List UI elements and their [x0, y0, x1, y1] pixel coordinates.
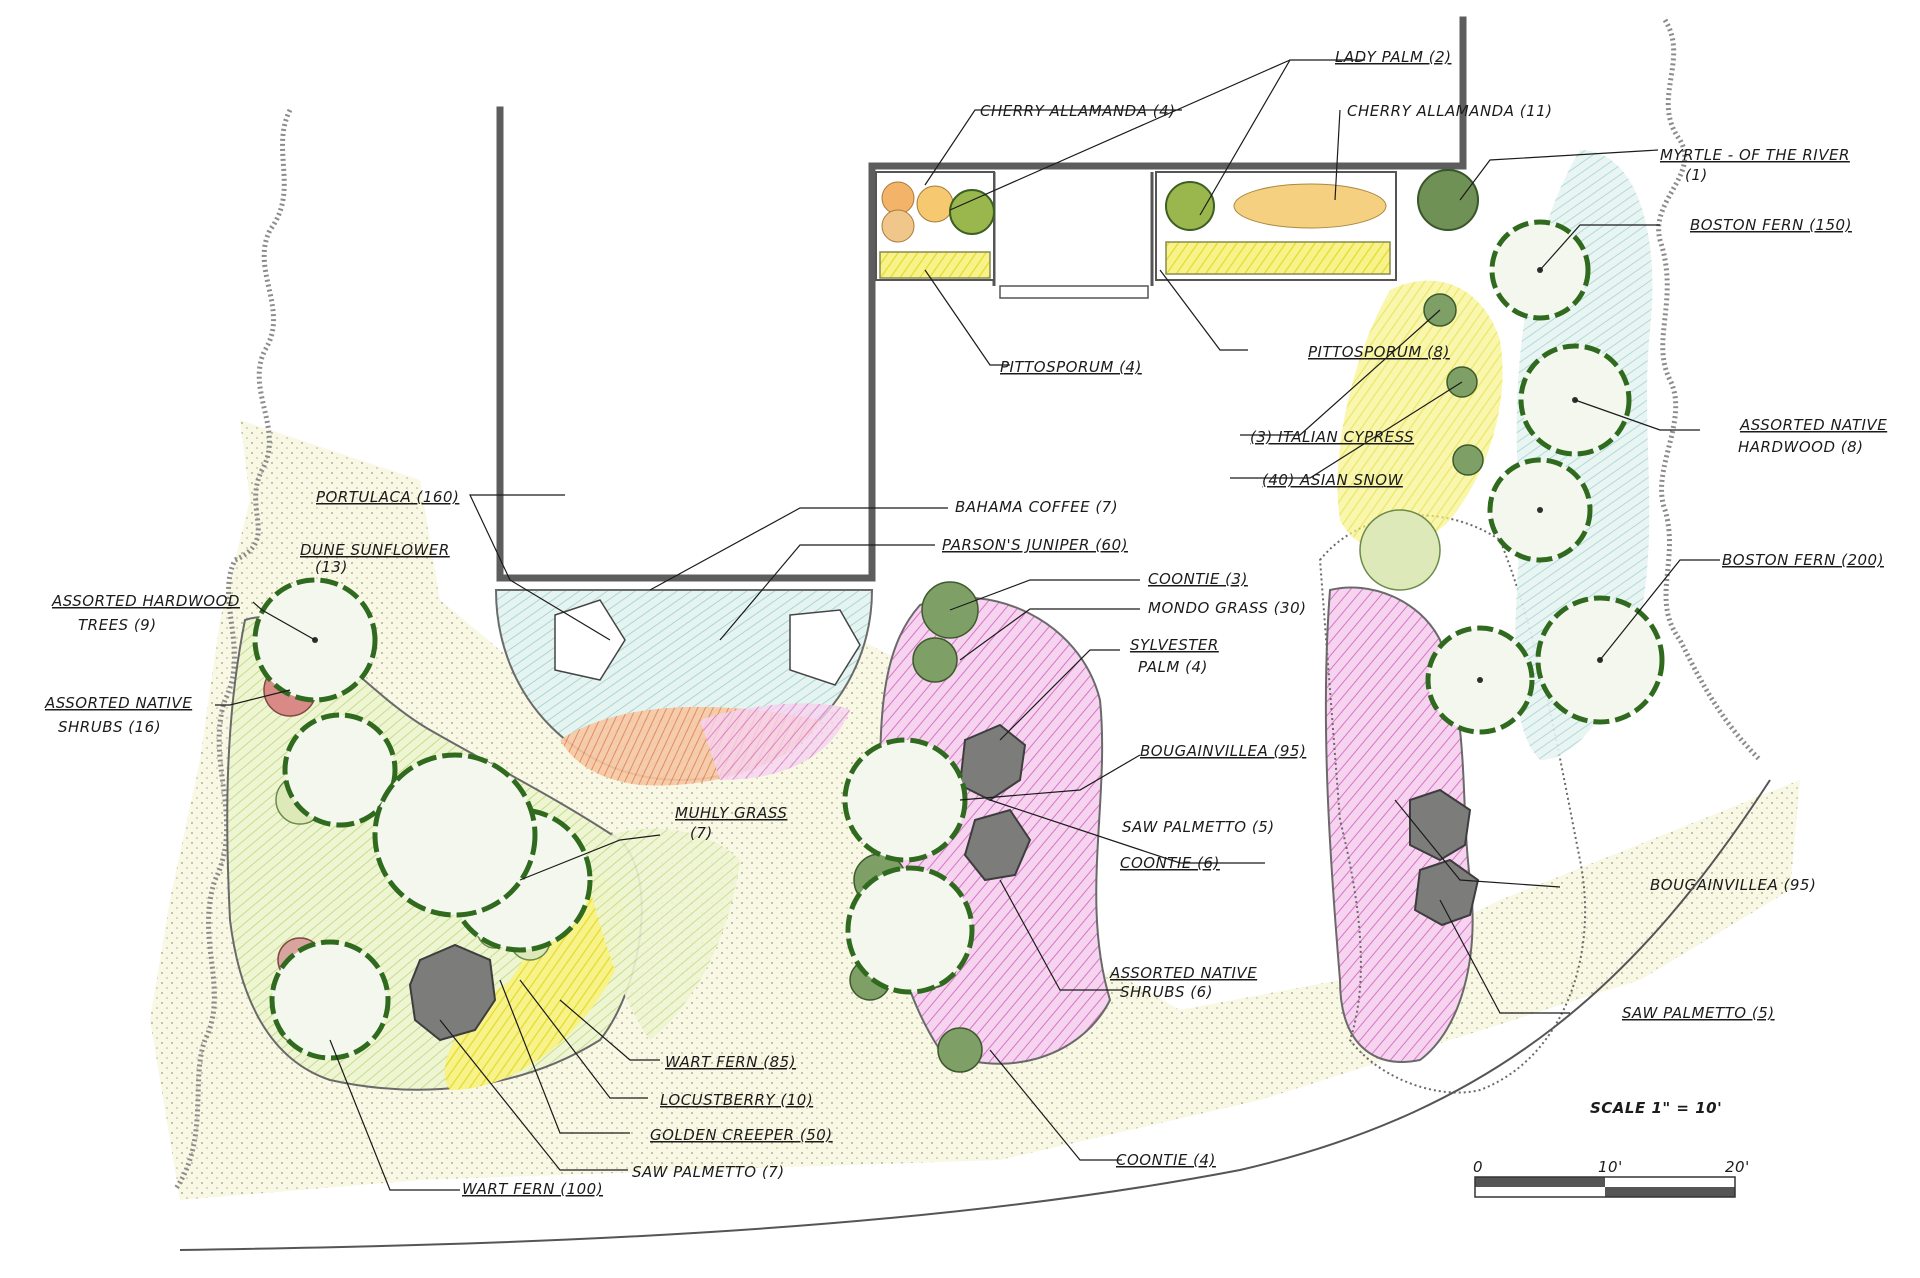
label-coontie-4: COONTIE (4) [1116, 1151, 1216, 1169]
label-assorted-native-hardwood-count: HARDWOOD (8) [1738, 438, 1864, 456]
label-dune-sunflower-count: (13) [315, 558, 348, 576]
scale-label: SCALE 1" = 10' [1590, 1099, 1722, 1117]
label-myrtle-count: (1) [1685, 166, 1708, 184]
label-saw-palmetto-7: SAW PALMETTO (7) [632, 1163, 785, 1181]
label-pittosporum-8: PITTOSPORUM (8) [1308, 343, 1450, 361]
label-asian-snow: (40) ASIAN SNOW [1262, 471, 1404, 489]
label-pittosporum-4: PITTOSPORUM (4) [1000, 358, 1142, 376]
label-assorted-native-shrubs-6: ASSORTED NATIVE [1109, 964, 1257, 982]
label-bougainvillea-95-middle: BOUGAINVILLEA (95) [1140, 742, 1306, 760]
label-muhly-grass: MUHLY GRASS [675, 804, 787, 822]
label-portulaca: PORTULACA (160) [316, 488, 459, 506]
label-assorted-hardwood-count: TREES (9) [78, 616, 157, 634]
label-muhly-grass-count: (7) [690, 824, 713, 842]
label-bahama-coffee: BAHAMA COFFEE (7) [955, 498, 1118, 516]
label-boston-fern-200: BOSTON FERN (200) [1722, 551, 1884, 569]
front-planter-beds [875, 169, 1479, 281]
label-lady-palm: LADY PALM (2) [1335, 48, 1451, 66]
label-saw-palmetto-5-middle: SAW PALMETTO (5) [1122, 818, 1275, 836]
scale-bar: SCALE 1" = 10' 0 10' 20' [1473, 1099, 1750, 1198]
label-golden-creeper: GOLDEN CREEPER (50) [650, 1126, 833, 1144]
label-assorted-native-hardwood: ASSORTED NATIVE [1739, 416, 1887, 434]
label-cherry-allamanda-4: CHERRY ALLAMANDA (4) [980, 102, 1176, 120]
tree-canopies [252, 219, 1665, 1061]
label-assorted-native-shrubs-6-count: SHRUBS (6) [1120, 983, 1213, 1001]
label-cherry-allamanda-11: CHERRY ALLAMANDA (11) [1347, 102, 1553, 120]
scale-tick-10: 10' [1598, 1158, 1623, 1176]
plant-labels: LADY PALM (2) CHERRY ALLAMANDA (4) CHERR… [44, 48, 1887, 1198]
label-assorted-native-shrubs-16: ASSORTED NATIVE [44, 694, 192, 712]
label-parsons-juniper: PARSON'S JUNIPER (60) [942, 536, 1128, 554]
right-hedge-boundary [1656, 18, 1762, 762]
label-coontie-3: COONTIE (3) [1148, 570, 1248, 588]
label-coontie-6: COONTIE (6) [1120, 854, 1220, 872]
label-locustberry: LOCUSTBERRY (10) [660, 1091, 813, 1109]
scale-tick-20: 20' [1725, 1158, 1750, 1176]
left-hedge-boundary [172, 108, 293, 1192]
label-assorted-native-shrubs-16-count: SHRUBS (16) [58, 718, 161, 736]
label-saw-palmetto-5-right: SAW PALMETTO (5) [1622, 1004, 1775, 1022]
scale-tick-0: 0 [1473, 1158, 1483, 1176]
label-sylvester-palm-count: PALM (4) [1138, 658, 1208, 676]
label-myrtle-of-the-river: MYRTLE - OF THE RIVER [1660, 146, 1850, 164]
round-bed [494, 589, 874, 786]
label-wart-fern-85: WART FERN (85) [665, 1053, 796, 1071]
property-edge [179, 779, 1771, 1251]
label-wart-fern-100: WART FERN (100) [462, 1180, 603, 1198]
label-dune-sunflower: DUNE SUNFLOWER [300, 541, 450, 559]
label-italian-cypress: (3) ITALIAN CYPRESS [1250, 428, 1414, 446]
label-mondo-grass: MONDO GRASS (30) [1148, 599, 1306, 617]
label-boston-fern-150: BOSTON FERN (150) [1690, 216, 1852, 234]
label-sylvester-palm: SYLVESTER [1130, 636, 1219, 654]
label-assorted-hardwood-trees: ASSORTED HARDWOOD [51, 592, 240, 610]
label-bougainvillea-95-right: BOUGAINVILLEA (95) [1650, 876, 1816, 894]
leader-lines [215, 59, 1720, 1191]
